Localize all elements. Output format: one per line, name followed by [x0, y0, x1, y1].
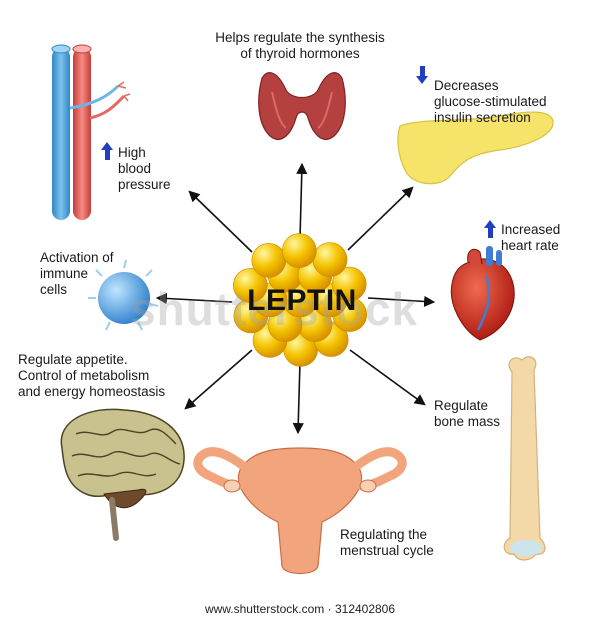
arrow-to-thyroid	[296, 162, 308, 239]
uterus-illustration	[193, 447, 407, 575]
pancreas-label: Decreases glucose-stimulated insulin sec…	[434, 78, 547, 125]
increase-arrow-icon	[484, 220, 496, 238]
arrow-to-heart	[367, 295, 436, 308]
thyroid-label: Helps regulate the synthesis of thyroid …	[215, 30, 385, 61]
arrow-to-bone	[349, 349, 426, 406]
bone-illustration	[503, 356, 546, 561]
immune-label: Activation of immune cells	[40, 250, 114, 297]
leptin-sphere	[331, 266, 367, 302]
bone-label: Regulate bone mass	[434, 398, 501, 429]
leptin-sphere	[233, 268, 268, 303]
arrow-to-blood-vessels	[188, 190, 253, 253]
effect-arrows	[155, 162, 436, 435]
pancreas-illustration	[397, 111, 554, 185]
heart-illustration	[450, 246, 515, 341]
blood-vessel-illustration	[51, 44, 131, 220]
immune-cell-illustration	[88, 259, 159, 331]
arrow-to-uterus	[292, 361, 304, 435]
brain-illustration	[60, 408, 185, 541]
footer-credit: www.shutterstock.com · 312402806	[204, 602, 396, 616]
leptin-sphere	[281, 233, 317, 268]
watermark: shutterstock	[130, 283, 419, 335]
arrow-to-pancreas	[347, 186, 414, 251]
increase-arrow-icon	[101, 142, 113, 160]
thyroid-illustration	[258, 72, 346, 140]
leptin-label: LEPTIN	[247, 284, 357, 317]
decrease-arrow-icon	[416, 66, 428, 84]
leptin-sphere	[312, 242, 348, 277]
blood-pressure-label: High blood pressure	[118, 145, 171, 192]
arrow-to-brain	[184, 349, 253, 410]
uterus-label: Regulating the menstrual cycle	[340, 527, 434, 558]
brain-label: Regulate appetite. Control of metabolism…	[18, 352, 166, 399]
arrow-to-immune-cell	[155, 292, 233, 305]
heart-rate-label: Increased heart rate	[501, 222, 561, 253]
leptin-sphere	[251, 243, 287, 278]
leptin-cluster	[233, 233, 368, 367]
